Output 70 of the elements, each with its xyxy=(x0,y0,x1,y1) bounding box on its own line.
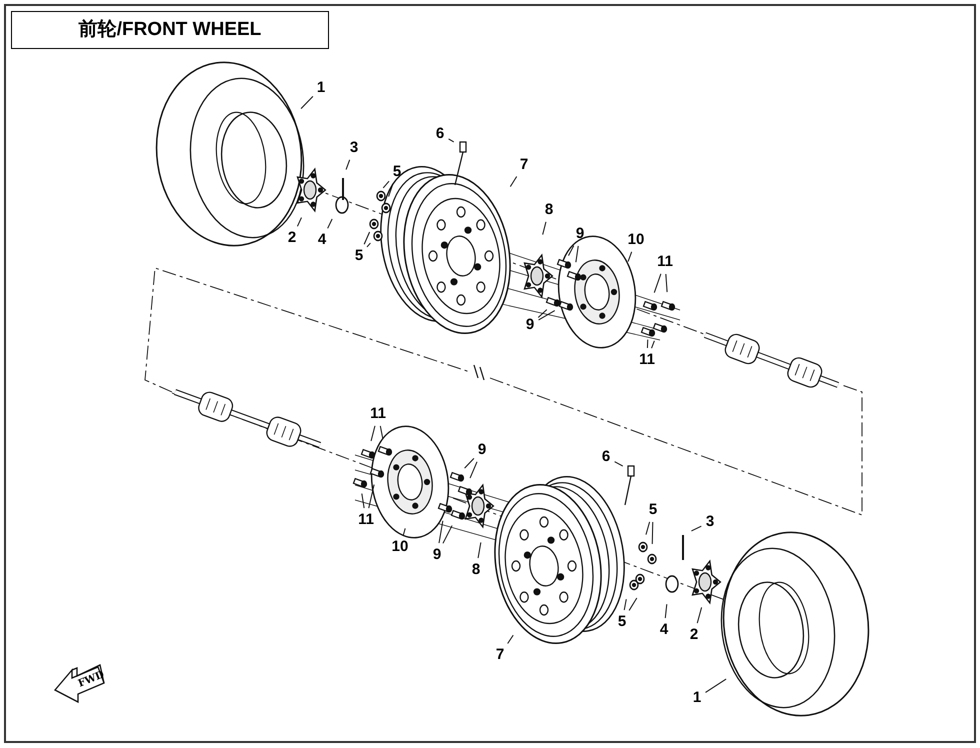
callout-number: 1 xyxy=(691,689,703,707)
callout-number: 10 xyxy=(625,231,647,249)
callout-number: 11 xyxy=(654,253,676,271)
leader-line xyxy=(542,221,546,236)
leader-line xyxy=(654,273,662,294)
leader-line xyxy=(646,339,648,348)
callout-number: 2 xyxy=(286,229,298,247)
leader-line xyxy=(628,598,638,611)
leader-line xyxy=(507,634,514,644)
callout-number: 11 xyxy=(636,351,658,369)
leader-line xyxy=(464,458,474,469)
leader-line xyxy=(448,138,454,142)
leader-line xyxy=(361,493,365,509)
leader-line xyxy=(327,218,333,229)
callout-number: 9 xyxy=(431,546,443,564)
leader-line xyxy=(370,425,376,442)
callout-number: 10 xyxy=(389,538,411,556)
callout-number: 9 xyxy=(524,316,536,334)
leader-line xyxy=(382,180,390,188)
leader-line xyxy=(538,309,548,318)
leader-line xyxy=(568,245,574,256)
leader-line xyxy=(614,461,624,467)
direction-label: FWD xyxy=(76,669,106,691)
callout-number: 9 xyxy=(476,441,488,459)
leader-line xyxy=(665,274,668,293)
callout-number: 8 xyxy=(470,561,482,579)
leader-line xyxy=(300,96,314,110)
leader-line xyxy=(380,425,384,440)
leader-line xyxy=(628,251,632,262)
callout-number: 5 xyxy=(616,613,628,631)
callout-number: 3 xyxy=(348,139,360,157)
leader-line xyxy=(366,242,371,248)
callout-number: 4 xyxy=(658,621,670,639)
leader-line xyxy=(510,176,518,188)
callout-number: 5 xyxy=(353,247,365,265)
leader-line xyxy=(368,484,375,509)
leader-line xyxy=(346,159,350,170)
leader-line xyxy=(652,522,654,544)
title-banner: 前轮/FRONT WHEEL xyxy=(11,11,329,49)
callout-number: 6 xyxy=(600,448,612,466)
leader-line xyxy=(705,678,727,693)
callout-number: 5 xyxy=(391,163,403,181)
leader-line xyxy=(296,217,302,227)
leader-line xyxy=(664,604,668,619)
callout-number: 3 xyxy=(704,513,716,531)
callout-number: 9 xyxy=(574,225,586,243)
leader-line xyxy=(470,461,478,479)
leader-line xyxy=(645,521,650,536)
leader-line xyxy=(388,183,394,198)
leader-line xyxy=(364,232,370,245)
callout-number: 5 xyxy=(647,501,659,519)
leader-line xyxy=(624,598,627,611)
callout-number: 2 xyxy=(688,626,700,644)
leader-line xyxy=(575,245,579,263)
leader-line xyxy=(402,528,406,536)
leader-line xyxy=(696,606,702,624)
callout-number: 4 xyxy=(316,231,328,249)
callout-number: 1 xyxy=(315,79,327,97)
leader-line xyxy=(690,526,702,532)
leader-line xyxy=(438,520,444,544)
callout-number: 11 xyxy=(367,405,389,423)
callout-number: 6 xyxy=(434,125,446,143)
callout-number: 7 xyxy=(518,156,530,174)
leader-line xyxy=(442,525,453,544)
callout-number: 8 xyxy=(543,201,555,219)
leader-line xyxy=(538,310,556,320)
callout-number: 7 xyxy=(494,646,506,664)
leader-line xyxy=(651,340,655,349)
leader-line xyxy=(478,542,482,559)
callout-number: 11 xyxy=(355,511,377,529)
